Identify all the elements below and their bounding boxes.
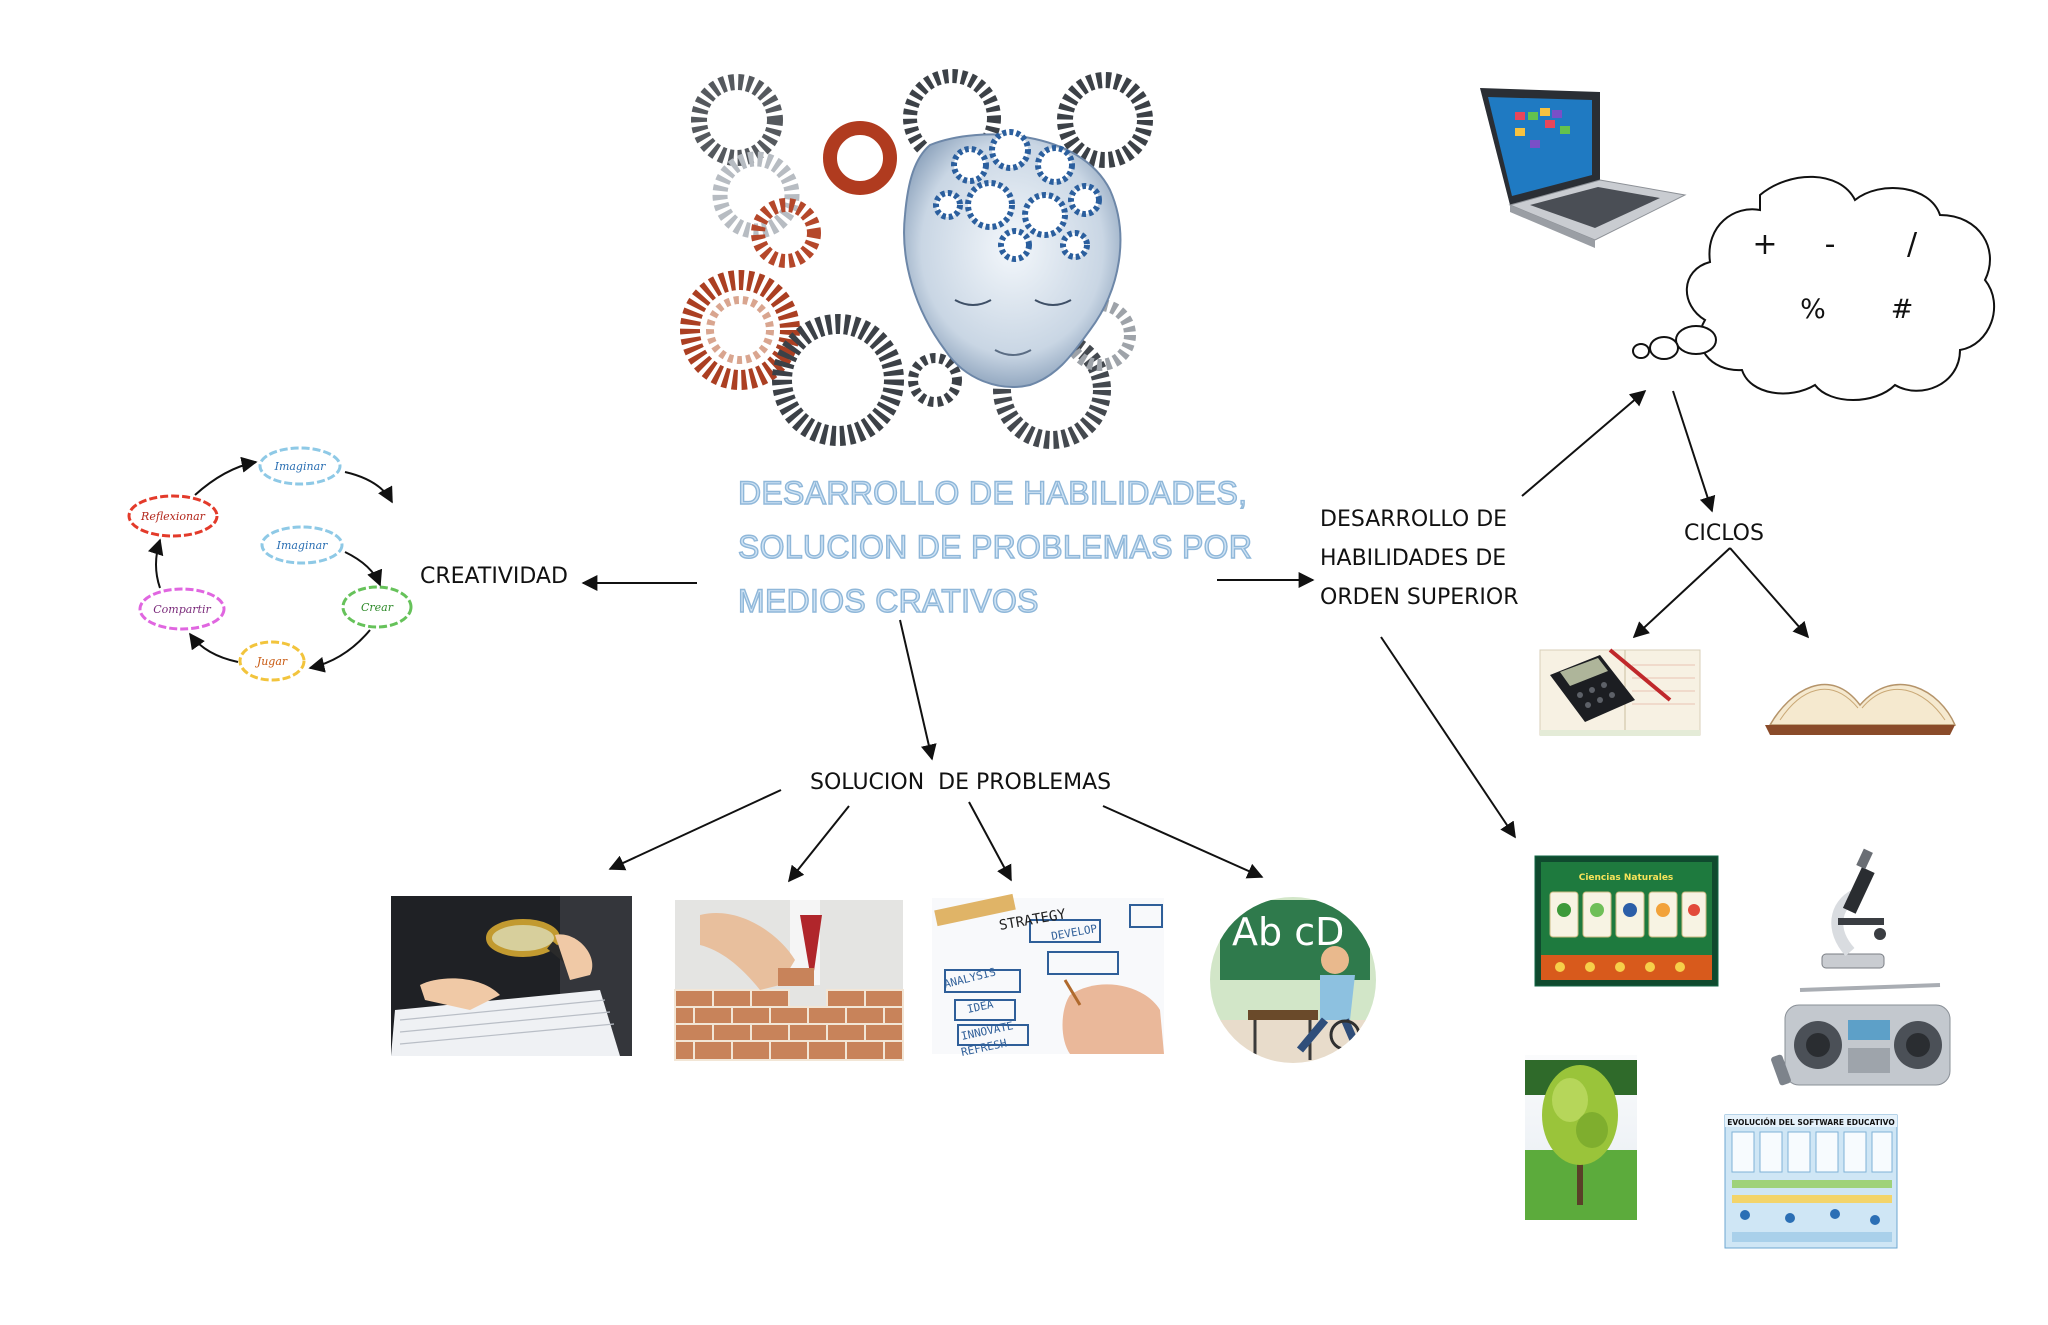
central-title: DESARROLLO DE HABILIDADES, SOLUCION DE P… bbox=[737, 466, 1258, 628]
software-evolution-poster: EVOLUCIÓN DEL SOFTWARE EDUCATIVO bbox=[1724, 1114, 1898, 1249]
connectors bbox=[581, 389, 1810, 883]
arrow-to-student-pic bbox=[1102, 805, 1264, 879]
microscope-picture bbox=[1821, 848, 1886, 969]
central-title-line-3: MEDIOS CRATIVOS bbox=[737, 582, 1039, 619]
node-orden-superior-line-1: DESARROLLO DE bbox=[1320, 507, 1508, 532]
arrow-to-media bbox=[1380, 636, 1516, 839]
cloud-symbol-minus: - bbox=[1825, 227, 1836, 262]
thought-cloud: + - / % # bbox=[1632, 175, 1995, 401]
node-orden-superior: DESARROLLO DE HABILIDADES DE ORDEN SUPER… bbox=[1320, 500, 1519, 617]
node-orden-superior-line-3: ORDEN SUPERIOR bbox=[1320, 585, 1519, 610]
cycle-label-crear: Crear bbox=[361, 601, 394, 614]
cloud-symbol-percent: % bbox=[1800, 294, 1826, 325]
cloud-symbol-slash: / bbox=[1907, 227, 1918, 262]
cycle-label-compartir: Compartir bbox=[153, 603, 211, 616]
radio-picture bbox=[1771, 983, 1951, 1086]
node-orden-superior-line-2: HABILIDADES DE bbox=[1320, 546, 1507, 571]
node-ciclos: CICLOS bbox=[1684, 521, 1764, 546]
cloud-reflexionar: Reflexionar bbox=[127, 494, 219, 538]
central-title-line-2: SOLUCION DE PROBLEMAS POR bbox=[737, 528, 1253, 565]
cloud-symbol-hash: # bbox=[1891, 294, 1914, 325]
arrow-to-strategy-pic bbox=[968, 801, 1012, 882]
creativity-cycle: Imaginar Imaginar Crear Jugar Compartir … bbox=[127, 446, 413, 682]
bricks-picture bbox=[674, 900, 904, 1061]
software-poster-title: EVOLUCIÓN DEL SOFTWARE EDUCATIVO bbox=[1727, 1118, 1894, 1127]
arrow-ciclos-to-book bbox=[1729, 547, 1810, 639]
cycle-label-jugar: Jugar bbox=[255, 655, 288, 668]
arrow-to-cloud bbox=[1521, 389, 1647, 497]
arrow-ciclos-to-calculator bbox=[1632, 547, 1731, 639]
arrow-to-magnifier-pic bbox=[608, 789, 782, 871]
laptop-picture bbox=[1480, 88, 1687, 248]
node-creatividad: CREATIVIDAD bbox=[420, 564, 568, 589]
cloud-jugar: Jugar bbox=[238, 640, 306, 682]
cloud-imaginar-top: Imaginar bbox=[258, 446, 342, 486]
arrow-to-bricks-pic bbox=[788, 805, 850, 883]
tree-picture bbox=[1525, 1055, 1637, 1220]
node-solucion-de-problemas: SOLUCION DE PROBLEMAS bbox=[810, 770, 1112, 795]
cloud-symbol-plus: + bbox=[1752, 227, 1777, 262]
brain-gears-picture bbox=[675, 69, 1153, 449]
cycle-label-imaginar-2: Imaginar bbox=[276, 539, 329, 552]
strategy-picture: STRATEGY ANALYSIS DEVELOP IDEA INNOVATE … bbox=[932, 893, 1164, 1059]
calculator-picture bbox=[1539, 648, 1701, 736]
central-title-line-1: DESARROLLO DE HABILIDADES, bbox=[737, 474, 1248, 511]
ciencias-title-text: Ciencias Naturales bbox=[1579, 873, 1674, 883]
book-picture bbox=[1765, 683, 1957, 735]
cycle-label-imaginar-1: Imaginar bbox=[274, 460, 327, 473]
ciencias-naturales-picture: Ciencias Naturales bbox=[1534, 855, 1719, 987]
cycle-label-reflexionar: Reflexionar bbox=[140, 510, 206, 523]
cloud-crear: Crear bbox=[341, 585, 413, 629]
magnifier-documents-picture bbox=[391, 896, 632, 1056]
arrow-cloud-to-ciclos bbox=[1672, 390, 1716, 513]
student-board-picture: Ab cD bbox=[1210, 897, 1376, 1063]
cloud-imaginar-mid: Imaginar bbox=[260, 525, 344, 565]
arrow-to-solucion bbox=[899, 619, 937, 761]
strategy-idea-word: IDEA bbox=[966, 998, 995, 1016]
cloud-compartir: Compartir bbox=[138, 587, 226, 631]
board-chalk-text: Ab cD bbox=[1232, 910, 1344, 954]
